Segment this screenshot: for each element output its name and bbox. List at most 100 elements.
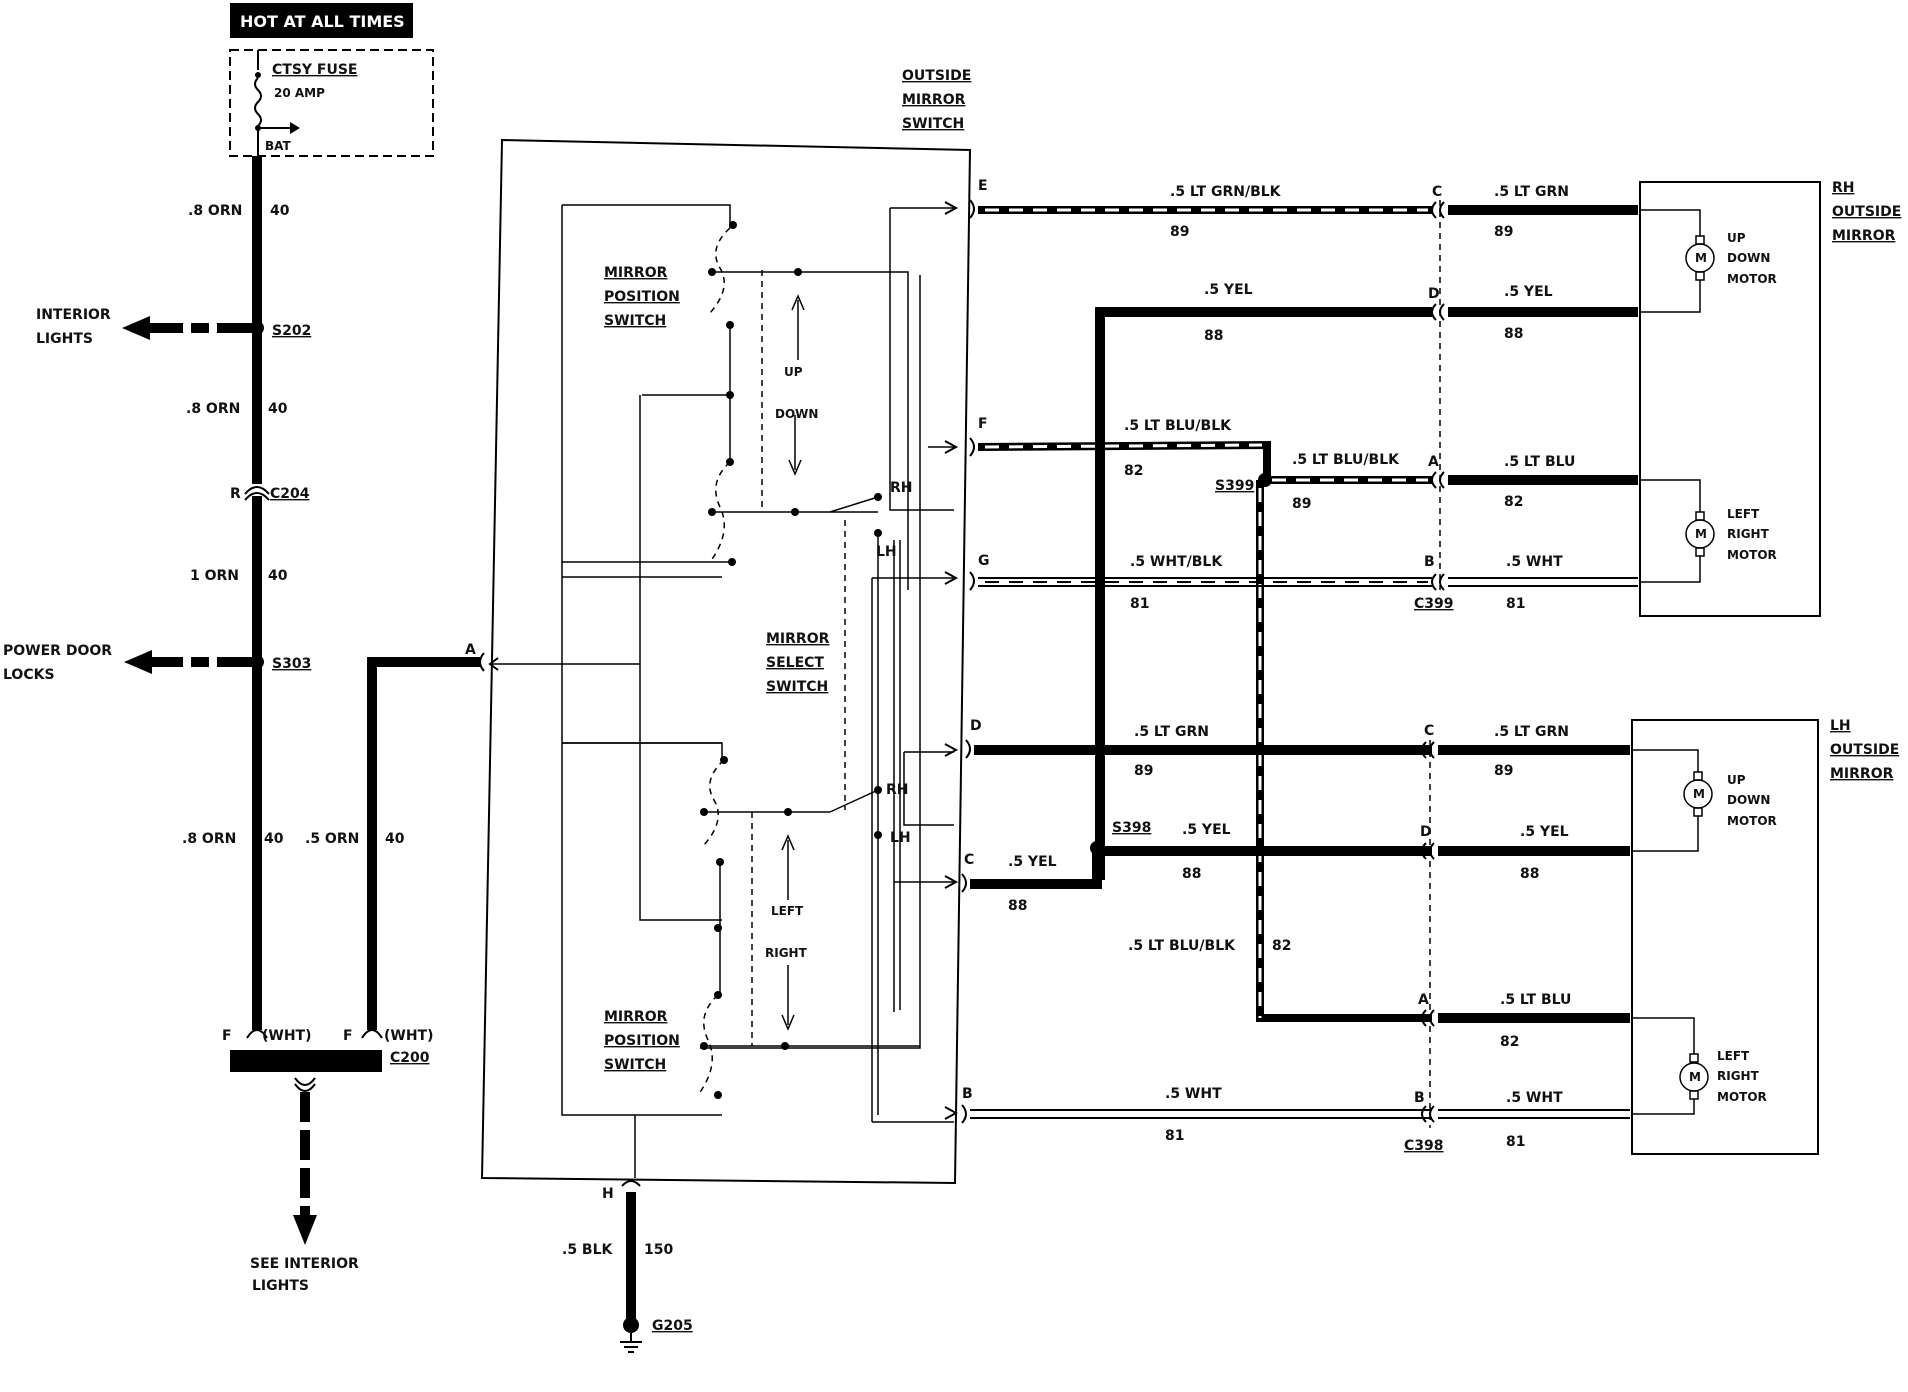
mss-label-1: MIRROR — [766, 631, 830, 647]
c398-pin-d: D — [1420, 824, 1432, 840]
wire-yel-lh-num: 88 — [1182, 866, 1201, 882]
fuse-box — [229, 49, 434, 157]
rh-motor1-label-1: UP — [1727, 231, 1746, 245]
switch-title-2: MIRROR — [902, 92, 966, 108]
ground-icon — [620, 1333, 642, 1353]
s399-wire-color: .5 LT BLU/BLK — [1292, 452, 1400, 468]
feed-w2-color: .8 ORN — [186, 401, 240, 417]
lh-motor1-label-2: DOWN — [1727, 793, 1770, 807]
mss-label-3: SWITCH — [766, 679, 828, 695]
ground-point — [623, 1317, 639, 1333]
g205-label: G205 — [652, 1318, 693, 1334]
bat-label: BAT — [265, 139, 292, 153]
lh1-label: LH — [876, 544, 897, 560]
pin-f-label: F — [978, 416, 988, 432]
rh-wire-a-color: .5 LT BLU — [1504, 454, 1575, 470]
rh-motor1-label-3: MOTOR — [1727, 272, 1777, 286]
rh-wire-b-color: .5 WHT — [1506, 554, 1563, 570]
rh-wire-d-num: 88 — [1504, 326, 1523, 342]
c399-pin-c: C — [1432, 184, 1442, 200]
fuse-icon — [254, 50, 300, 156]
lh-wire-c-color: .5 LT GRN — [1494, 724, 1569, 740]
lh-wire-d-num: 88 — [1520, 866, 1539, 882]
wire-yel-lh-color: .5 YEL — [1182, 822, 1231, 838]
lh-mirror-title-2: OUTSIDE — [1830, 742, 1899, 758]
lh-motor2-label-2: RIGHT — [1717, 1069, 1760, 1083]
see-interior-lights-2: LIGHTS — [252, 1278, 309, 1294]
right-label: RIGHT — [765, 946, 808, 960]
s303-label: S303 — [272, 656, 311, 672]
rh-mirror-title-3: MIRROR — [1832, 228, 1896, 244]
lh-wire-a-num: 82 — [1500, 1034, 1519, 1050]
wire-blu-lh-color: .5 LT BLU/BLK — [1128, 938, 1236, 954]
lh-wire-a-color: .5 LT BLU — [1500, 992, 1571, 1008]
feed-w4-num: 40 — [264, 831, 284, 847]
bottom-mps-label-1: MIRROR — [604, 1009, 668, 1025]
s399-wire-num: 89 — [1292, 496, 1311, 512]
wire-g-color: .5 WHT/BLK — [1130, 554, 1223, 570]
lh-mirror-title-3: MIRROR — [1830, 766, 1894, 782]
power-door-locks-label-1: POWER DOOR — [3, 643, 112, 659]
pin-e-terminal — [969, 199, 975, 219]
c398-pin-a: A — [1418, 992, 1429, 1008]
pin-h-terminal — [621, 1180, 641, 1187]
pin-c-terminal — [961, 873, 967, 893]
top-mps-label-2: POSITION — [604, 289, 680, 305]
wire-c-color: .5 YEL — [1008, 854, 1057, 870]
c200-pin2: F — [343, 1028, 353, 1044]
wire-g-num: 81 — [1130, 596, 1149, 612]
interior-lights-arrow — [122, 316, 150, 340]
wire-f-color: .5 LT BLU/BLK — [1124, 418, 1232, 434]
c204-pin: R — [230, 486, 241, 502]
lh-motor2-label-1: LEFT — [1717, 1049, 1750, 1063]
lh-wire-c-num: 89 — [1494, 763, 1513, 779]
pin-d-terminal — [965, 739, 971, 759]
c399-pin-d: D — [1428, 286, 1440, 302]
lh-motor2-label-3: MOTOR — [1717, 1090, 1767, 1104]
wire-f — [977, 440, 1271, 480]
s399-label: S399 — [1215, 478, 1254, 494]
c398-pin-c: C — [1424, 723, 1434, 739]
wire-d-num: 89 — [1134, 763, 1153, 779]
wire-blu-lh-num: 82 — [1272, 938, 1291, 954]
pin-f-terminal — [969, 437, 975, 457]
rh-motor2-label-3: MOTOR — [1727, 548, 1777, 562]
connector-c399 — [1431, 200, 1445, 591]
wire-f-num: 82 — [1124, 463, 1143, 479]
top-mps-label-1: MIRROR — [604, 265, 668, 281]
rh1-label: RH — [890, 480, 913, 496]
power-door-locks-label-2: LOCKS — [3, 667, 55, 683]
pin-a-label: A — [465, 642, 476, 658]
down-label: DOWN — [775, 407, 818, 421]
rh-wire-d-color: .5 YEL — [1504, 284, 1553, 300]
bottom-mps-label-3: SWITCH — [604, 1057, 666, 1073]
feed-w1-color: .8 ORN — [188, 203, 242, 219]
interior-lights-label-2: LIGHTS — [36, 331, 93, 347]
c200-output — [293, 1077, 317, 1245]
rh-wire-a-num: 82 — [1504, 494, 1523, 510]
lh-up-down-motor — [1632, 749, 1713, 852]
pin-g-terminal — [969, 571, 975, 591]
c398-label: C398 — [1404, 1138, 1444, 1154]
pin-h-label: H — [602, 1186, 614, 1202]
top-mps-label-3: SWITCH — [604, 313, 666, 329]
lh-motor2-m: M — [1689, 1070, 1701, 1084]
lh-wire-b-num: 81 — [1506, 1134, 1525, 1150]
up-label: UP — [784, 365, 803, 379]
rh-motor2-m: M — [1695, 527, 1707, 541]
c398-pin-b: B — [1414, 1090, 1425, 1106]
rh-wire-b-num: 81 — [1506, 596, 1525, 612]
lh-wire-b-color: .5 WHT — [1506, 1090, 1563, 1106]
rh-mirror-title-1: RH — [1832, 180, 1855, 196]
feed-w4-color: .8 ORN — [182, 831, 236, 847]
c399-pin-a: A — [1428, 454, 1439, 470]
pin-a-terminal — [479, 652, 485, 672]
pin-c-label: C — [964, 852, 974, 868]
switch-title-1: OUTSIDE — [902, 68, 971, 84]
switch-housing — [480, 138, 972, 1185]
switch-title-3: SWITCH — [902, 116, 964, 132]
rh-mirror-box — [1639, 181, 1821, 617]
c399-label: C399 — [1414, 596, 1454, 612]
wire-e-num: 89 — [1170, 224, 1189, 240]
rh-wire-c-color: .5 LT GRN — [1494, 184, 1569, 200]
